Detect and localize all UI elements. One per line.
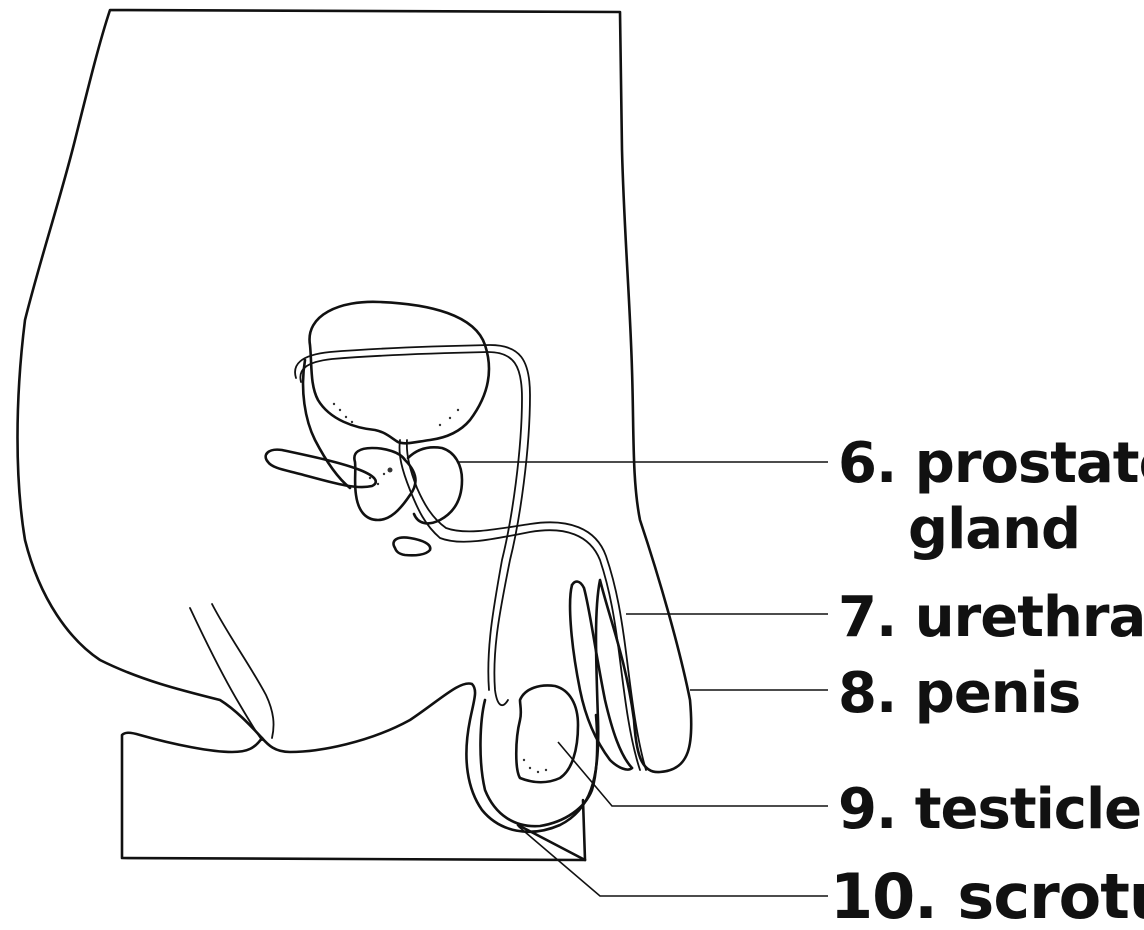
seminal-vesicle	[266, 450, 376, 487]
testicle	[516, 686, 578, 783]
buttock-crease	[190, 604, 274, 740]
label-prostate-gland: gland	[908, 497, 1080, 562]
scrotum	[480, 700, 597, 826]
label-testicle: 9. testicle	[838, 777, 1141, 842]
label-penis: 8. penis	[838, 661, 1080, 726]
vas-deferens	[295, 345, 530, 705]
bulbourethral-gland	[393, 537, 430, 555]
label-scrotum: 10. scrotum	[830, 860, 1144, 930]
labels: 6. prostate gland 7. urethra 8. penis 9.…	[830, 431, 1144, 930]
body-outline	[18, 10, 692, 860]
label-urethra: 7. urethra	[838, 585, 1144, 650]
label-prostate: 6. prostate	[838, 431, 1144, 496]
